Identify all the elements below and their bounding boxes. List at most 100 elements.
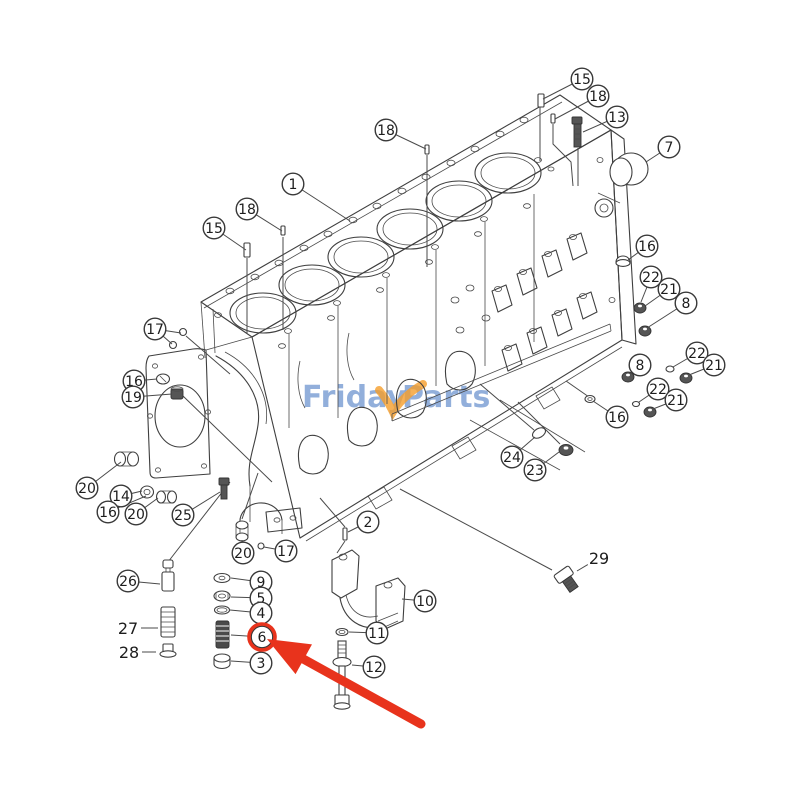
callout-14: 14 [109, 484, 133, 508]
bolt-28-part [159, 643, 177, 658]
watermark-checkmark-icon [375, 380, 427, 421]
callout-16: 16 [605, 405, 629, 429]
callout-number-18: 18 [238, 202, 256, 218]
callout-20: 20 [75, 476, 99, 500]
callout-17: 17 [143, 317, 167, 341]
spring-6-part [215, 620, 230, 649]
callout-circle-14 [109, 484, 133, 508]
callout-circle-20 [124, 502, 148, 526]
callout-number-15: 15 [573, 72, 591, 88]
callout-number-27: 27 [118, 619, 138, 638]
oil-gallery-rails [367, 323, 612, 510]
callout-18: 18 [586, 84, 610, 108]
red-highlight-annotation [247, 622, 426, 729]
callout-27: 27 [118, 619, 138, 638]
callout-16: 16 [635, 234, 659, 258]
callout-25: 25 [171, 503, 195, 527]
callout-circle-22 [685, 341, 709, 365]
callout-21: 21 [702, 353, 726, 377]
callout-number-8: 8 [636, 358, 645, 374]
callout-circle-25 [171, 503, 195, 527]
loose-parts [113, 93, 693, 710]
callout-number-24: 24 [503, 450, 521, 466]
callout-number-16: 16 [99, 505, 117, 521]
oring-11-part [335, 627, 349, 637]
callout-26: 26 [116, 569, 140, 593]
callout-number-15: 15 [205, 221, 223, 237]
callout-circle-16 [96, 500, 120, 524]
callout-number-26: 26 [119, 574, 137, 590]
callout-1: 1 [281, 172, 305, 196]
callout-circle-1 [281, 172, 305, 196]
ring-16-part [155, 373, 171, 385]
callout-20: 20 [231, 541, 255, 565]
callout-2: 2 [356, 510, 380, 534]
cap-16-part [615, 255, 631, 267]
watermark: Friday Parts [302, 380, 490, 421]
callout-circle-3 [249, 651, 273, 675]
highlight-arrow-head [267, 639, 312, 675]
callout-4: 4 [249, 601, 273, 625]
callout-circle-21 [702, 353, 726, 377]
callout-circle-8 [628, 353, 652, 377]
callout-circle-23 [523, 458, 547, 482]
callout-11: 11 [365, 621, 389, 645]
callout-number-13: 13 [608, 110, 626, 126]
nut-23-part [558, 444, 574, 456]
dowel-stud-parts [243, 93, 556, 258]
deck-bolt-holes [214, 116, 555, 334]
callout-circle-16 [605, 405, 629, 429]
callout-number-10: 10 [416, 594, 434, 610]
callout-15: 15 [570, 67, 594, 91]
callout-28: 28 [119, 643, 139, 662]
callout-circle-17 [143, 317, 167, 341]
callout-13: 13 [605, 105, 629, 129]
bolt-13-part [571, 116, 583, 148]
callout-number-16: 16 [608, 410, 626, 426]
callout-number-2: 2 [364, 515, 373, 531]
callout-number-12: 12 [365, 660, 383, 676]
callout-8: 8 [674, 291, 698, 315]
callout-18: 18 [374, 118, 398, 142]
callout-number-20: 20 [127, 507, 145, 523]
skirt-arches [239, 502, 303, 540]
callout-number-28: 28 [119, 643, 139, 662]
callout-circle-16 [635, 234, 659, 258]
callout-number-17: 17 [146, 322, 164, 338]
callout-6: 6 [250, 625, 274, 649]
sleeve-7-part [609, 152, 649, 187]
callout-3: 3 [249, 651, 273, 675]
callout-number-19: 19 [124, 390, 142, 406]
callout-circle-22 [639, 265, 663, 289]
washer-9-part [213, 572, 231, 584]
callout-number-20: 20 [78, 481, 96, 497]
callout-17: 17 [274, 539, 298, 563]
callout-circle-21 [657, 277, 681, 301]
callout-number-5: 5 [257, 591, 266, 607]
callout-number-18: 18 [589, 89, 607, 105]
callout-15: 15 [202, 216, 226, 240]
pad-24-part [531, 427, 547, 439]
callout-number-14: 14 [112, 489, 130, 505]
bracket-cluster [450, 232, 598, 471]
callout-number-23: 23 [526, 463, 544, 479]
callout-22: 22 [685, 341, 709, 365]
callout-12: 12 [362, 655, 386, 679]
callout-circle-12 [362, 655, 386, 679]
callout-circle-2 [356, 510, 380, 534]
callout-number-25: 25 [174, 508, 192, 524]
callout-29: 29 [589, 549, 609, 568]
callout-circle-20 [75, 476, 99, 500]
callout-number-3: 3 [257, 656, 266, 672]
callout-24: 24 [500, 445, 524, 469]
callout-number-6: 6 [258, 630, 267, 646]
callout-circle-18 [586, 84, 610, 108]
bolt-25-part [218, 477, 230, 500]
callout-circle-13 [605, 105, 629, 129]
callout-number-9: 9 [257, 575, 266, 591]
callout-circle-26 [116, 569, 140, 593]
callout-number-22: 22 [688, 346, 706, 362]
